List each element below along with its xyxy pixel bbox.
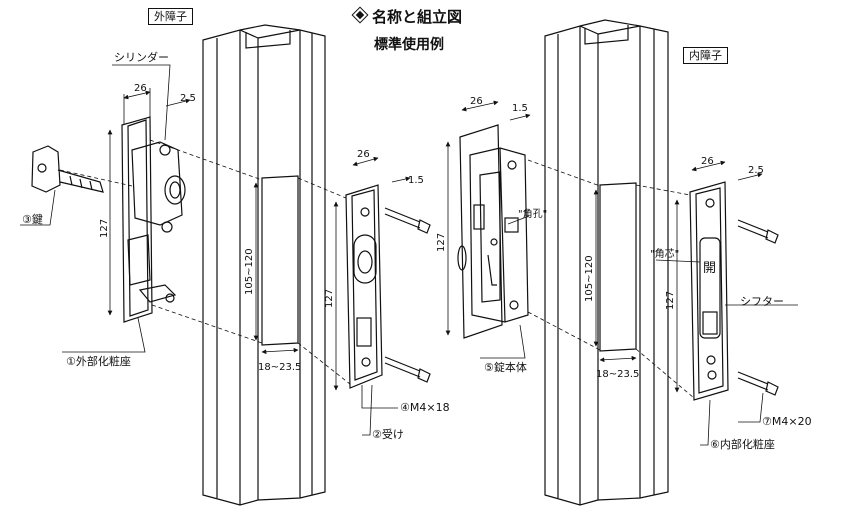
label-shifter: シフター xyxy=(740,295,784,308)
label-inner-escutcheon: ⑥内部化粧座 xyxy=(710,438,775,451)
label-screw-m4x18: ④M4×18 xyxy=(400,401,450,414)
title-text: 名称と組立図 xyxy=(372,8,463,26)
dimension-lines xyxy=(107,88,763,393)
inner-escutcheon-drawing xyxy=(689,181,729,401)
dim-thick-inner: 2.5 xyxy=(748,165,764,176)
inner-frame xyxy=(544,19,669,506)
dim-thick-lock: 1.5 xyxy=(512,103,528,114)
dim-width-lock: 26 xyxy=(470,96,483,107)
label-screw-m4x20: ⑦M4×20 xyxy=(762,415,812,428)
dim-range-outer-cutout: 105~120 xyxy=(244,248,255,295)
dim-width-inner: 26 xyxy=(701,156,714,167)
dim-height-lock: 127 xyxy=(436,232,447,252)
label-open-mark: 開 xyxy=(703,261,717,276)
diamond-icon xyxy=(351,6,369,24)
strike-plate-drawing xyxy=(345,184,383,389)
dim-depth-outer: 18~23.5 xyxy=(258,362,302,373)
page-title: 名称と組立図 xyxy=(351,6,463,26)
dim-thick-outer: 2.5 xyxy=(180,93,196,104)
screws xyxy=(384,207,779,396)
key-drawing xyxy=(31,145,104,193)
dim-width-outer: 26 xyxy=(134,83,147,94)
section-inner-label: 内障子 xyxy=(683,47,728,64)
leader-lines xyxy=(20,64,798,446)
outer-escutcheon-drawing xyxy=(121,116,186,323)
dim-width-strike: 26 xyxy=(357,149,370,160)
label-strike: ②受け xyxy=(372,428,404,441)
dim-range-inner-cutout: 105~120 xyxy=(584,255,595,302)
dim-height-strike: 127 xyxy=(324,288,335,308)
dim-height-inner: 127 xyxy=(665,290,676,310)
lock-body-drawing xyxy=(457,124,529,339)
outer-frame xyxy=(202,24,326,506)
assembly-lines xyxy=(59,139,695,399)
label-square-hole: "角孔" xyxy=(518,209,548,220)
label-square-core: "角芯" xyxy=(650,249,680,260)
label-lock-body: ⑤錠本体 xyxy=(484,361,527,374)
label-key: ③鍵 xyxy=(22,213,43,226)
page-subtitle: 標準使用例 xyxy=(374,37,444,53)
section-outer-label: 外障子 xyxy=(148,8,193,25)
dim-height-outer: 127 xyxy=(99,218,110,238)
label-outer-escutcheon: ①外部化粧座 xyxy=(66,355,131,368)
dim-thick-strike: 1.5 xyxy=(408,175,424,186)
label-cylinder: シリンダー xyxy=(114,51,169,64)
dim-depth-inner: 18~23.5 xyxy=(596,369,640,380)
